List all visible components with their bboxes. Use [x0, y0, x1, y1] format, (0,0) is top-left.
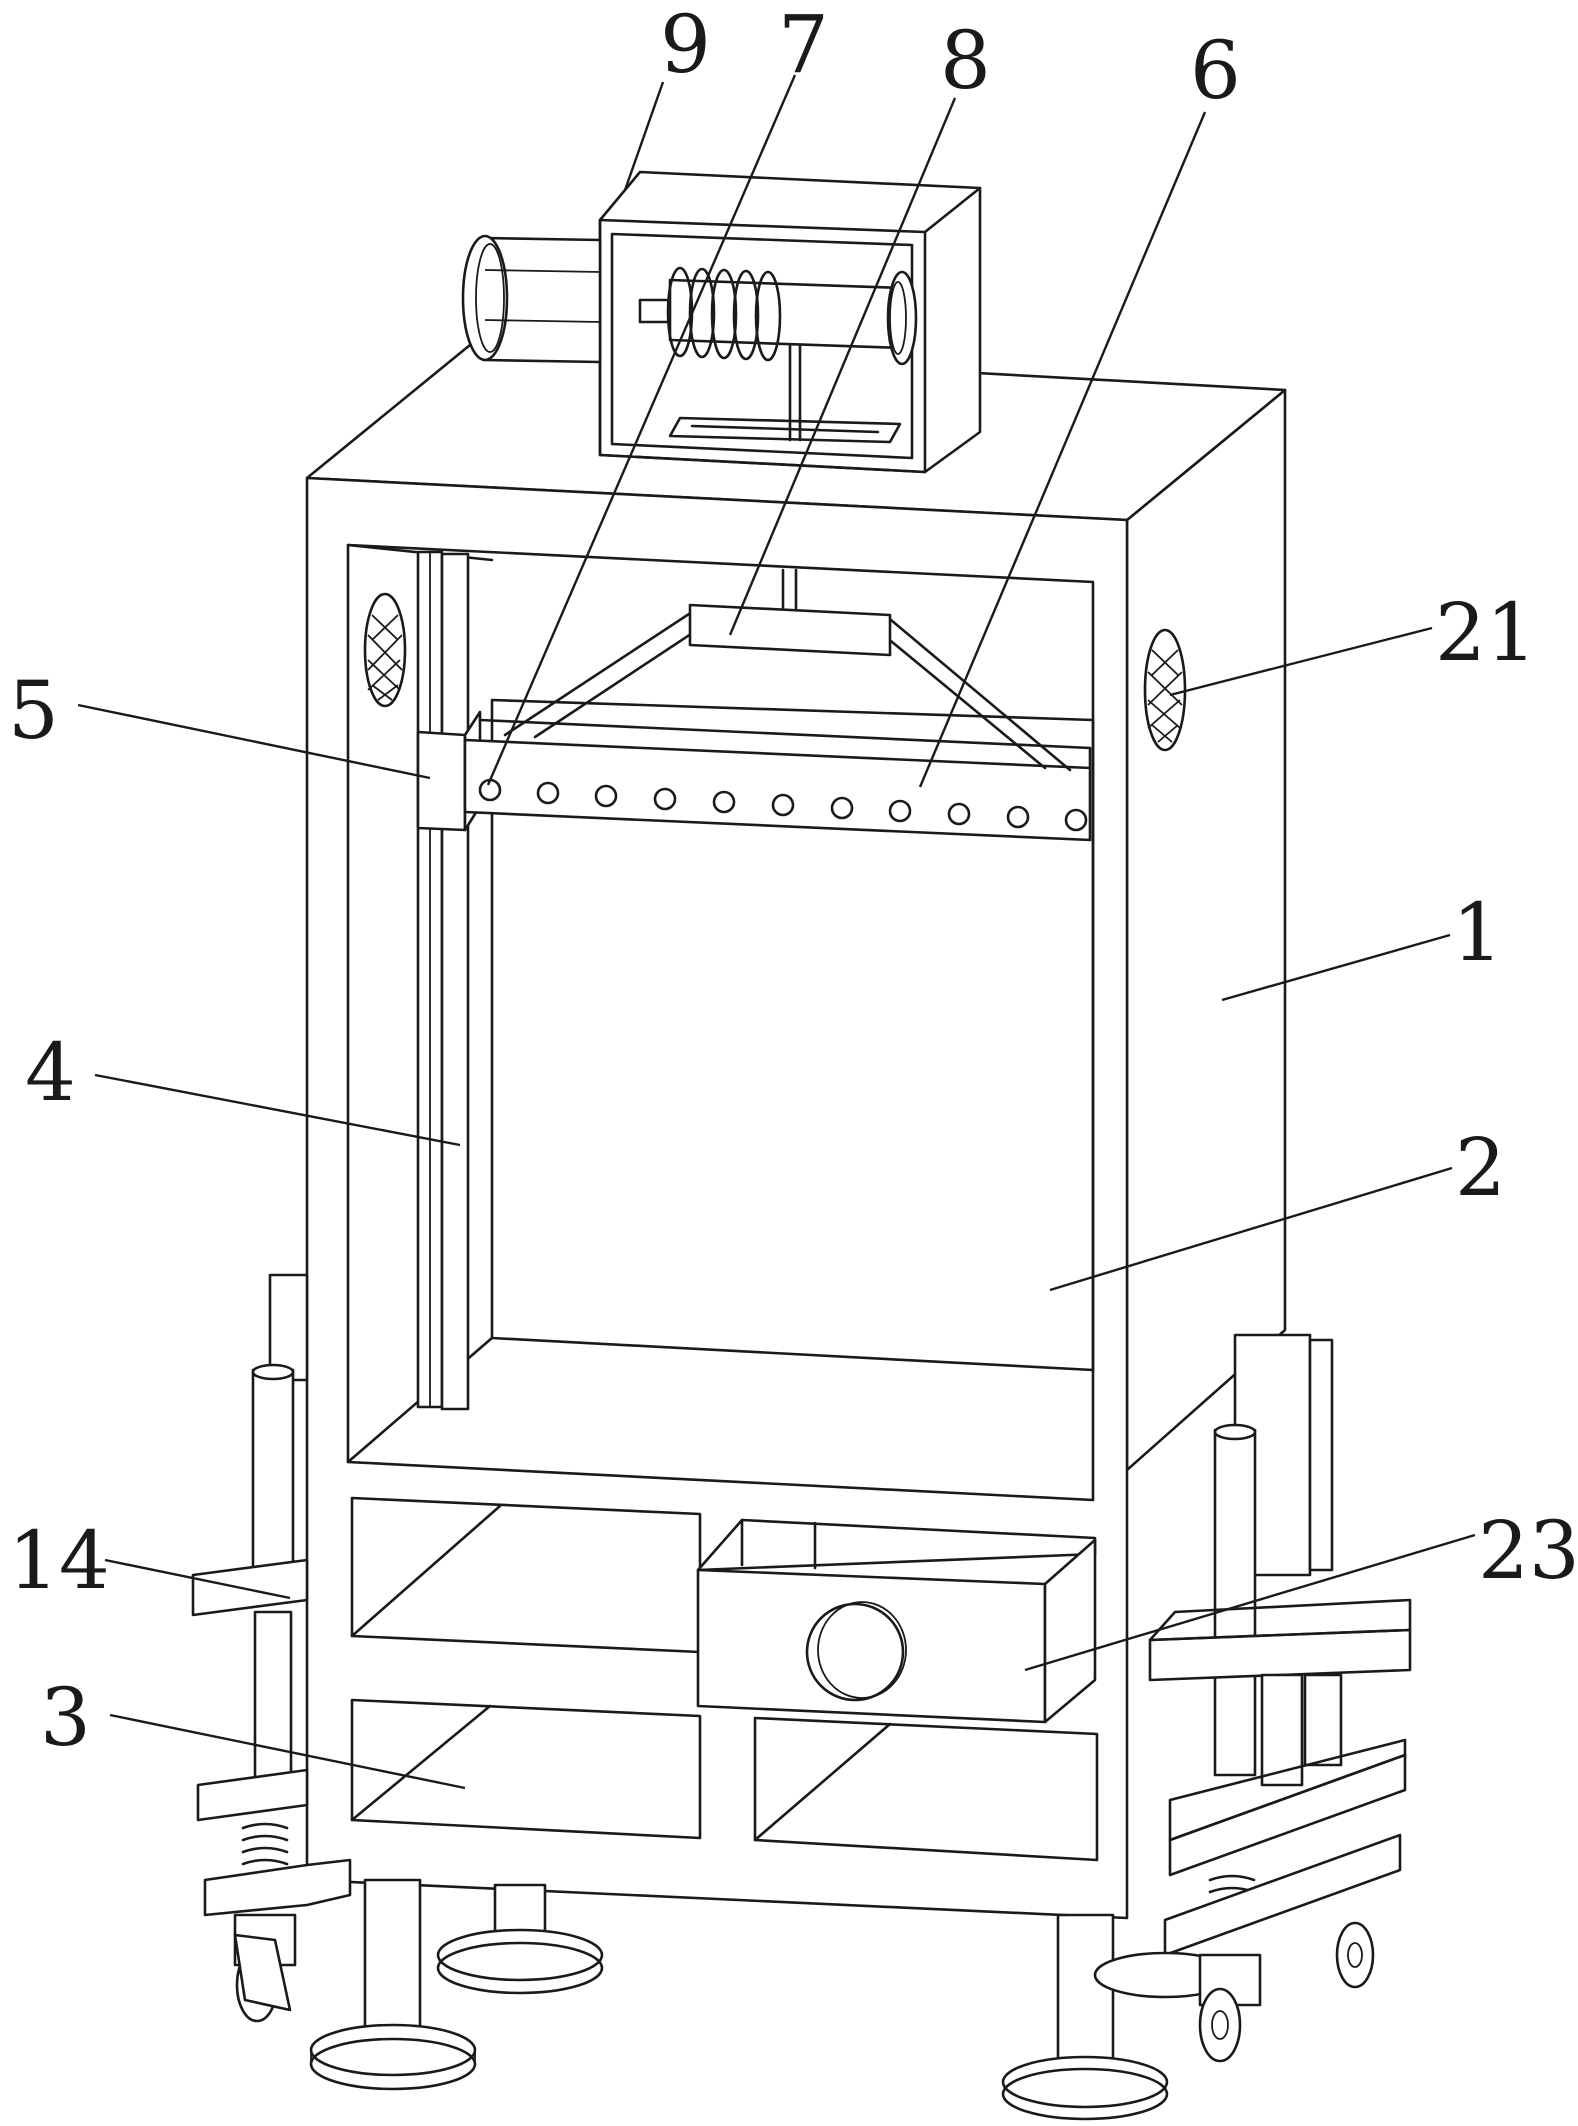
label-8: 8 [940, 14, 991, 107]
side-vent-left [365, 594, 405, 706]
label-23: 23 [1478, 1504, 1578, 1597]
drawer [698, 1520, 1095, 1722]
label-6: 6 [1190, 24, 1241, 117]
label-2: 2 [1455, 1121, 1506, 1214]
side-vent-right [1145, 630, 1185, 750]
label-3: 3 [40, 1671, 91, 1764]
label-21: 21 [1435, 586, 1537, 679]
support-legs [311, 1880, 1167, 2119]
label-9: 9 [660, 0, 711, 91]
label-4: 4 [25, 1026, 76, 1119]
label-7: 7 [778, 0, 829, 91]
label-14: 14 [8, 1514, 110, 1607]
label-5: 5 [8, 664, 59, 757]
vertical-rail [418, 552, 468, 1409]
label-1: 1 [1452, 886, 1503, 979]
